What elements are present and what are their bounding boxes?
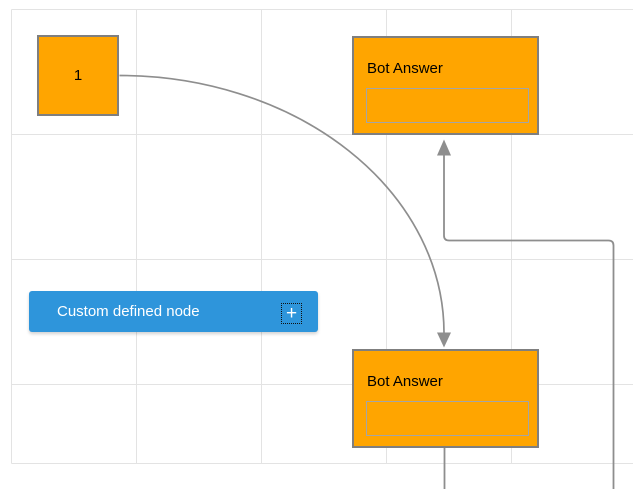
arrowhead-up-icon <box>437 139 451 156</box>
custom-node-label: Custom defined node <box>57 303 200 320</box>
start-node[interactable]: 1 <box>37 35 119 116</box>
custom-defined-node[interactable]: Custom defined node + <box>29 291 318 332</box>
start-node-label: 1 <box>73 67 83 84</box>
bot-answer-node-top[interactable]: Bot Answer <box>352 36 539 135</box>
link-curved-path[interactable] <box>119 74 445 333</box>
link-curved[interactable] <box>119 74 452 348</box>
link-orthogonal-path[interactable] <box>443 155 615 489</box>
bot-answer-title: Bot Answer <box>367 60 443 77</box>
bot-answer-field[interactable] <box>366 401 529 436</box>
bot-answer-title: Bot Answer <box>367 373 443 390</box>
bot-answer-field[interactable] <box>366 88 529 123</box>
link-orthogonal[interactable] <box>437 139 615 489</box>
plus-icon[interactable]: + <box>281 303 302 324</box>
arrowhead-down-icon <box>437 332 451 348</box>
bot-answer-node-bottom[interactable]: Bot Answer <box>352 349 539 448</box>
